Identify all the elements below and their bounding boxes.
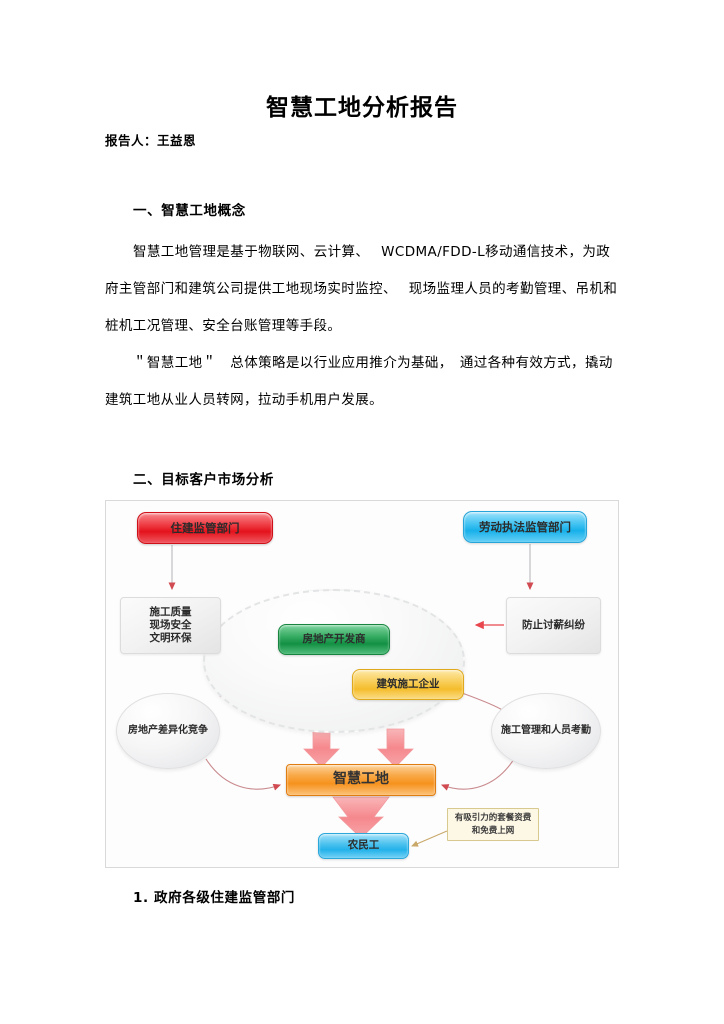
node-differentiation[interactable]: 房地产差异化竞争 — [116, 693, 220, 769]
market-ellipse — [203, 589, 465, 733]
node-quality-safety-box[interactable]: 施工质量 现场安全 文明环保 — [120, 597, 221, 654]
diagram-nodes: 住建监管部门 劳动执法监管部门 施工质量 现场安全 文明环保 防止讨薪纠纷 房地… — [106, 501, 618, 867]
page-title: 智慧工地分析报告 — [266, 95, 458, 121]
node-site-management[interactable]: 施工管理和人员考勤 — [491, 693, 601, 769]
byline: 报告人：王益恩 — [105, 133, 197, 148]
node-housing-authority[interactable]: 住建监管部门 — [137, 512, 273, 544]
section-one: 一、智慧工地概念 智慧工地管理是基于物联网、云计算、 WCDMA/FDD-L移动… — [105, 198, 619, 419]
node-wage-dispute-box[interactable]: 防止讨薪纠纷 — [506, 597, 601, 654]
node-package-callout-label: 有吸引力的套餐资费 和免费上网 — [454, 813, 532, 836]
node-labor-authority[interactable]: 劳动执法监管部门 — [463, 511, 587, 543]
section-one-paragraph-2: ＂智慧工地＂ 总体策略是以行业应用推介为基础， 通过各种有效方式，撬动建筑工地从… — [105, 355, 613, 408]
section-two-subheading: 1. 政府各级住建监管部门 — [133, 890, 296, 906]
node-construction-contractor[interactable]: 建筑施工企业 — [352, 669, 464, 700]
node-migrant-worker[interactable]: 农民工 — [318, 833, 409, 859]
diagram-connectors — [168, 544, 534, 847]
section-two-heading: 二、目标客户市场分析 — [133, 472, 274, 488]
section-one-heading: 一、智慧工地概念 — [133, 203, 246, 219]
node-quality-safety-label: 施工质量 现场安全 文明环保 — [149, 605, 192, 645]
market-analysis-diagram: 住建监管部门 劳动执法监管部门 施工质量 现场安全 文明环保 防止讨薪纠纷 房地… — [105, 500, 619, 868]
node-real-estate-developer[interactable]: 房地产开发商 — [278, 624, 390, 655]
node-package-callout[interactable]: 有吸引力的套餐资费 和免费上网 — [447, 808, 539, 841]
section-one-paragraph-1: 智慧工地管理是基于物联网、云计算、 WCDMA/FDD-L移动通信技术，为政府主… — [105, 244, 618, 334]
node-smart-site[interactable]: 智慧工地 — [286, 764, 436, 796]
